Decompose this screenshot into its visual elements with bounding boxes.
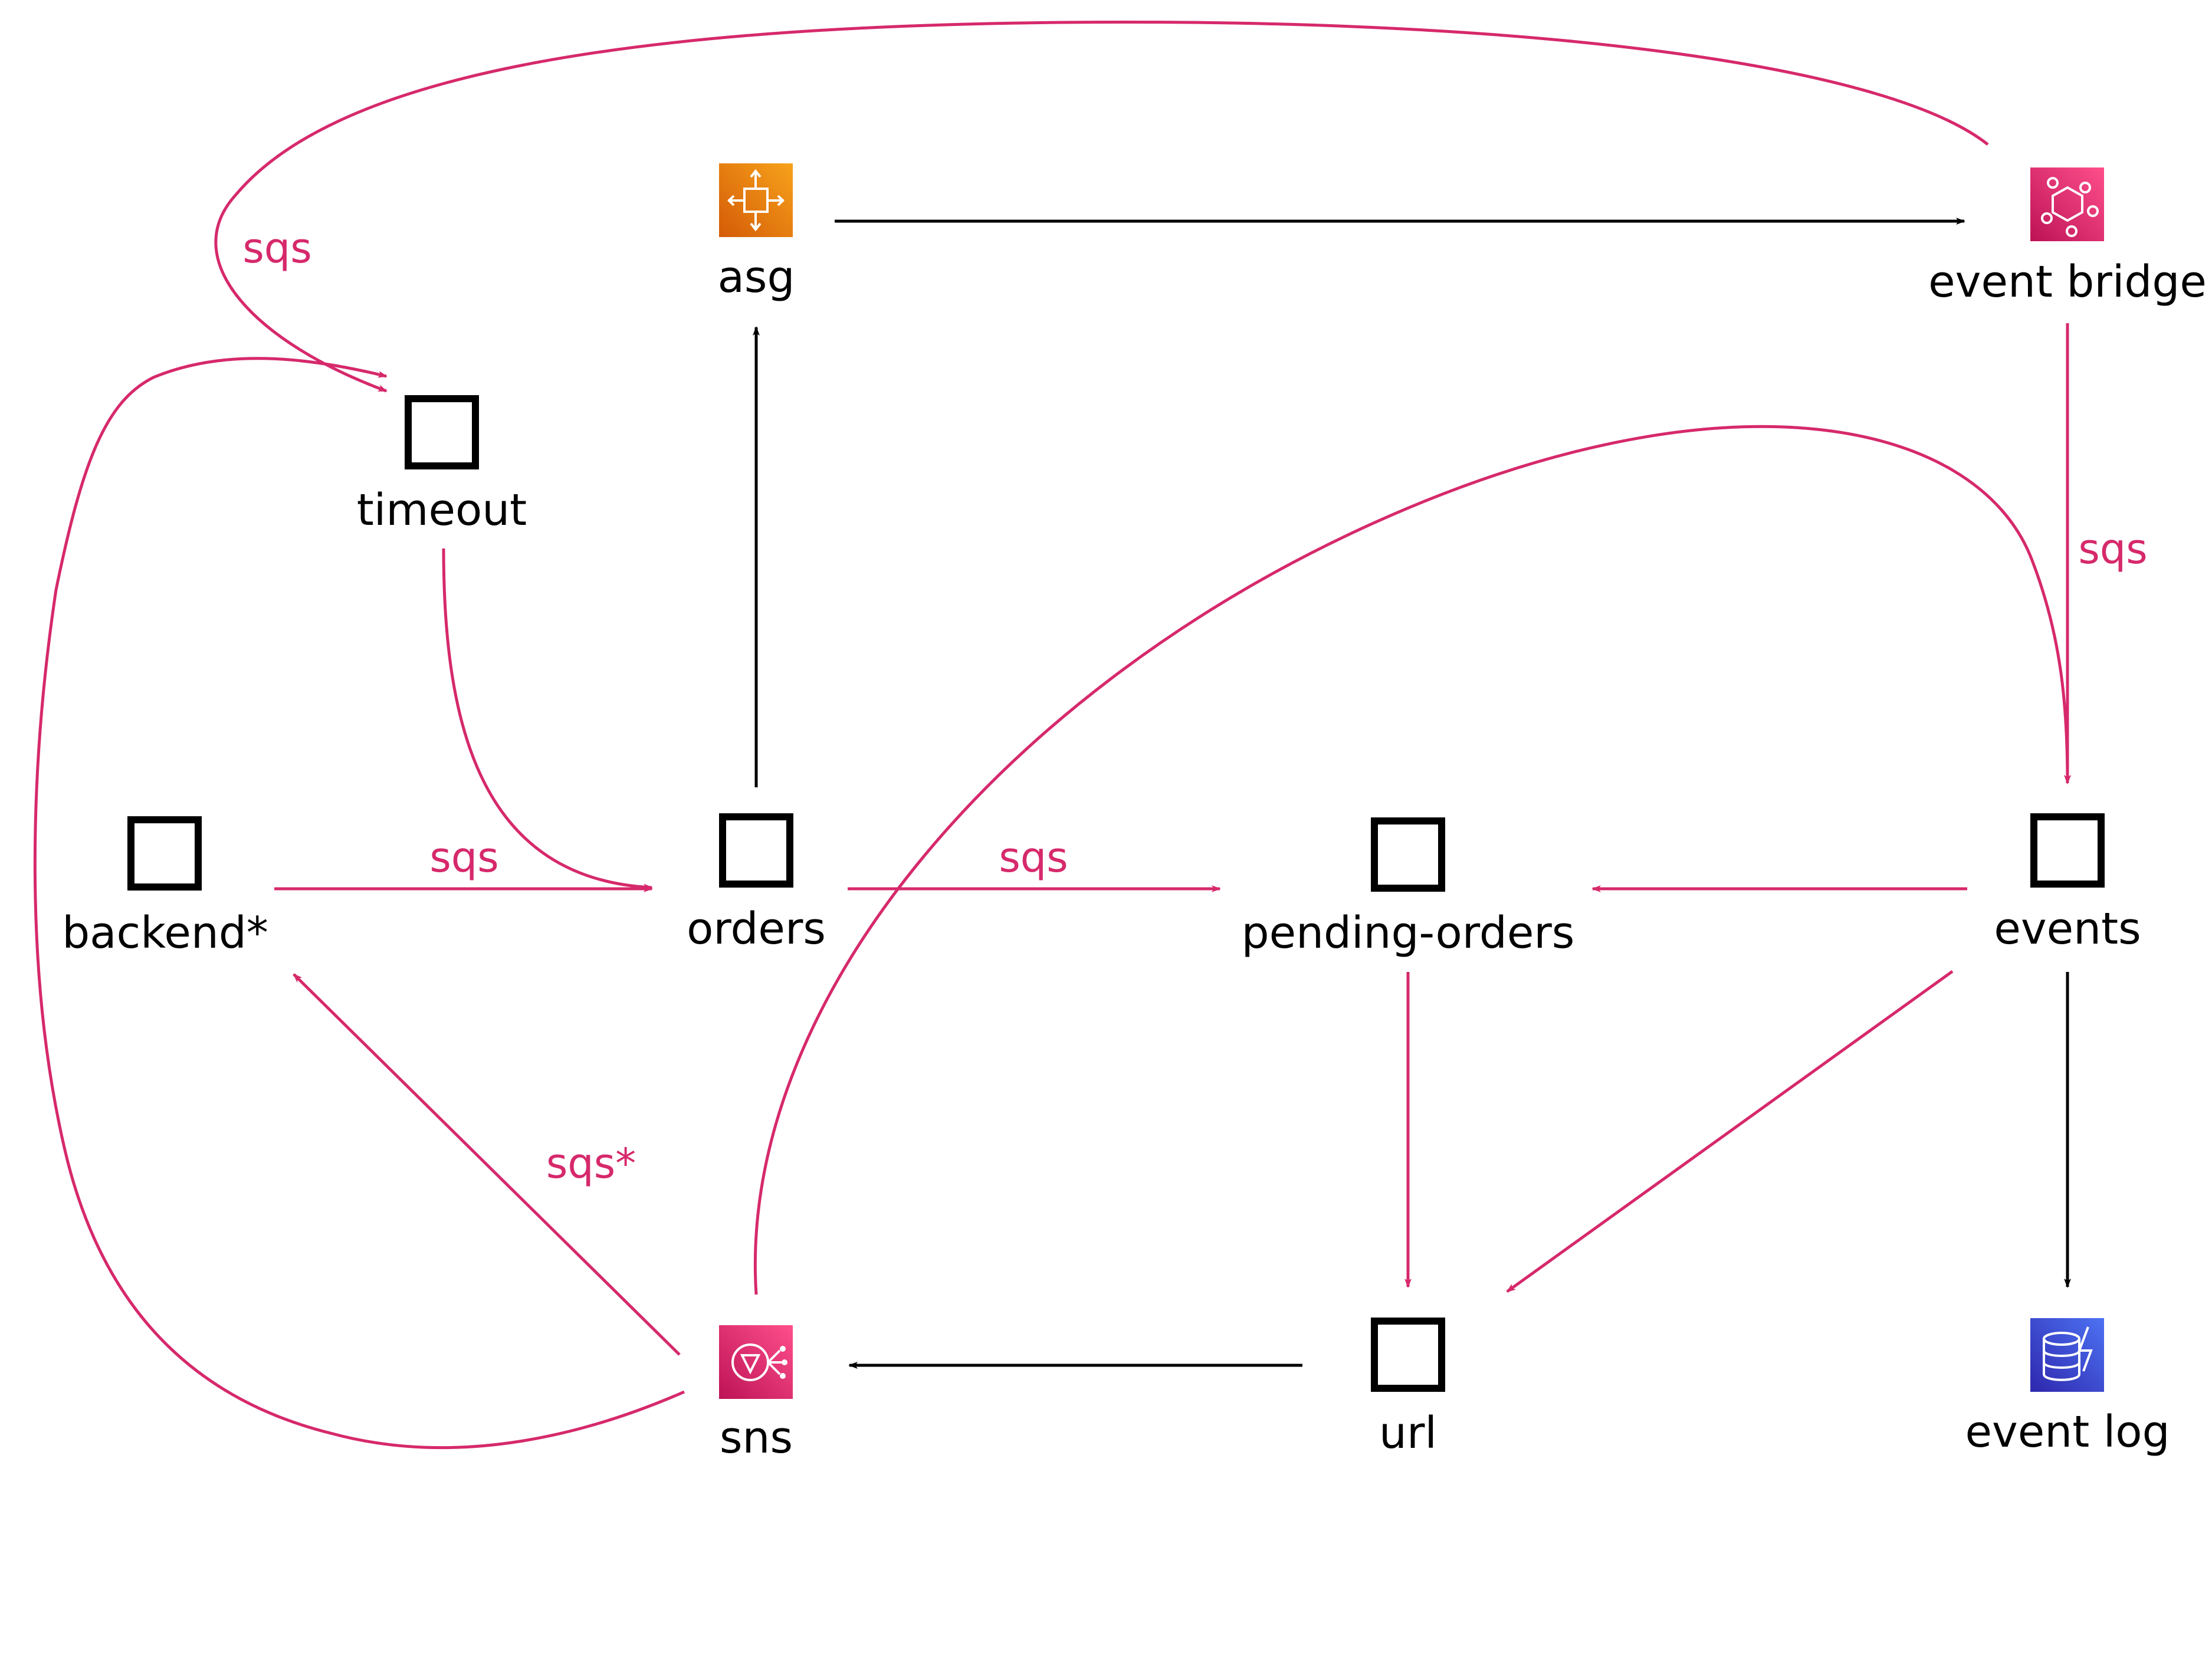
node-label-events: events xyxy=(1994,904,2141,954)
node-label-backend: backend* xyxy=(62,908,268,958)
edge-sns-to-events xyxy=(754,425,2071,1295)
node-label-url: url xyxy=(1379,1408,1437,1458)
auto-scaling-group-icon xyxy=(719,163,793,237)
queue-box-icon xyxy=(127,816,202,891)
node-asg[interactable]: asg xyxy=(718,163,795,303)
node-orders[interactable]: orders xyxy=(687,813,826,954)
node-label-event-bridge: event bridge xyxy=(1928,257,2207,307)
queue-box-icon xyxy=(405,395,479,469)
edge-label-eventbridge-events: sqs xyxy=(2078,525,2147,573)
node-events[interactable]: events xyxy=(1994,813,2141,954)
node-event-bridge[interactable]: event bridge xyxy=(1928,167,2207,307)
queue-box-icon xyxy=(1371,1318,1445,1392)
edge-events-to-url xyxy=(1506,970,1954,1293)
node-event-log[interactable]: event log xyxy=(1965,1318,2170,1457)
edge-label-orders-pending: sqs xyxy=(999,833,1068,882)
sns-icon xyxy=(719,1325,793,1399)
node-backend[interactable]: backend* xyxy=(62,816,268,958)
edge-label-sns-backend: sqs* xyxy=(546,1139,636,1188)
queue-box-icon xyxy=(1371,817,1445,892)
edge-label-eventbridge-timeout: sqs xyxy=(242,224,311,272)
queue-box-icon xyxy=(719,813,793,888)
node-sns[interactable]: sns xyxy=(719,1325,793,1463)
edge-sns-to-backend xyxy=(293,973,681,1356)
node-url[interactable]: url xyxy=(1371,1318,1445,1458)
node-label-asg: asg xyxy=(718,252,795,303)
dynamodb-icon xyxy=(2030,1318,2104,1392)
queue-box-icon xyxy=(2030,813,2105,888)
edge-labels: sqs sqs sqs sqs sqs* xyxy=(242,224,2147,1188)
node-label-timeout: timeout xyxy=(357,485,527,536)
node-label-pending-orders: pending-orders xyxy=(1242,908,1575,958)
node-timeout[interactable]: timeout xyxy=(357,395,527,536)
edge-eventbridge-to-timeout xyxy=(214,20,1989,393)
edges xyxy=(33,20,2071,1450)
node-pending-orders[interactable]: pending-orders xyxy=(1242,817,1575,958)
node-label-orders: orders xyxy=(687,904,826,954)
node-label-sns: sns xyxy=(720,1412,793,1463)
edge-sns-to-timeout xyxy=(33,357,685,1450)
edge-timeout-to-orders xyxy=(442,548,653,891)
node-label-event-log: event log xyxy=(1965,1407,2170,1457)
eventbridge-icon xyxy=(2030,167,2104,241)
edge-label-backend-orders: sqs xyxy=(429,833,498,882)
